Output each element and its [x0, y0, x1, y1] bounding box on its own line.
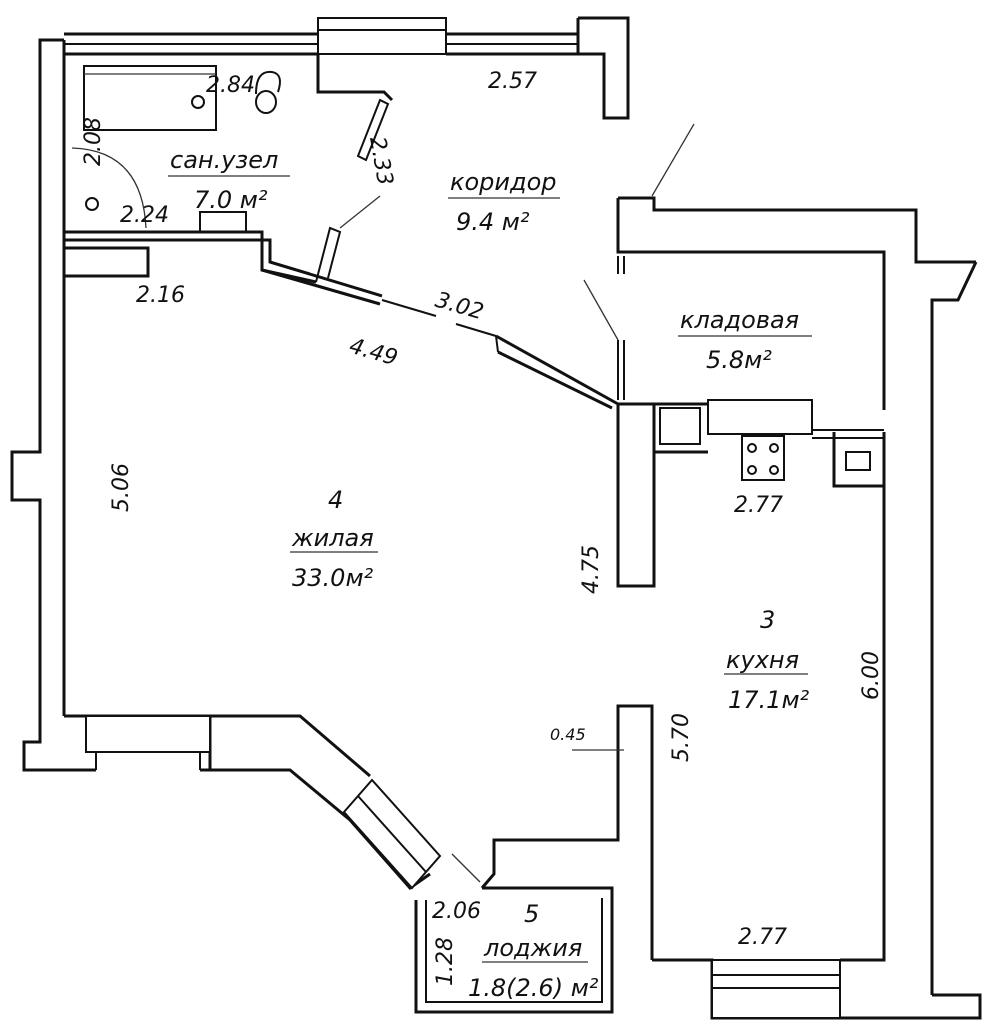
dim-loggia-top: 2.06	[432, 899, 481, 924]
dim-living-right: 4.75	[579, 545, 604, 594]
bath-name: сан.узел	[170, 146, 278, 174]
dim-bath-right: 2.33	[364, 135, 397, 188]
storage-name: кладовая	[680, 306, 799, 334]
kitchen-number: 3	[760, 606, 775, 634]
kitchen-vent-block	[707, 399, 813, 435]
dim-living-left: 5.06	[109, 463, 134, 512]
loggia-area: 1.8(2.6) м²	[468, 974, 599, 1002]
living-number: 4	[328, 486, 343, 514]
dim-kitchen-bottom: 2.77	[738, 925, 787, 950]
loggia-number: 5	[524, 900, 539, 928]
dim-living-diag: 4.49	[346, 334, 400, 372]
dim-pier: 0.45	[550, 725, 586, 744]
dim-kitchen-left: 5.70	[669, 713, 694, 762]
bath-area: 7.0 м²	[194, 186, 268, 214]
dim-kitchen-top: 2.77	[734, 493, 783, 518]
kitchen-sink	[845, 451, 871, 471]
kitchen-area: 17.1м²	[728, 686, 810, 714]
dim-bath-bottom: 2.24	[120, 203, 169, 228]
window-living-bottom	[85, 715, 211, 753]
room-labels: сан.узел 7.0 м² коридор 9.4 м² кладовая …	[168, 146, 812, 1002]
living-name: жилая	[291, 524, 374, 552]
dim-bath-top: 2.84	[206, 73, 255, 98]
toilet	[255, 90, 277, 114]
dim-loggia-left: 1.28	[433, 937, 458, 986]
living-area: 33.0м²	[292, 564, 374, 592]
dim-kitchen-right: 6.00	[859, 651, 884, 700]
dim-living-top-left: 2.16	[136, 283, 185, 308]
dim-corridor-top: 2.57	[488, 69, 537, 94]
internal-walls	[64, 54, 884, 883]
bathtub	[83, 65, 217, 131]
dim-corridor-diag: 3.02	[432, 288, 486, 326]
loggia-name: лоджия	[483, 934, 582, 962]
dim-bath-left: 2.08	[81, 117, 106, 166]
sink	[85, 197, 99, 211]
window-top-left	[317, 17, 447, 55]
dimension-labels: 2.84 2.08 2.24 2.33 2.57 3.02 2.16 4.49 …	[81, 69, 884, 986]
windows	[85, 17, 447, 890]
fixtures	[71, 65, 871, 481]
corridor-name: коридор	[450, 168, 557, 196]
bathroom-door	[356, 98, 390, 162]
storage-area: 5.8м²	[706, 346, 772, 374]
outer-walls	[10, 16, 982, 1020]
stove	[741, 435, 785, 481]
corridor-area: 9.4 м²	[456, 208, 530, 236]
kitchen-name: кухня	[726, 646, 799, 674]
